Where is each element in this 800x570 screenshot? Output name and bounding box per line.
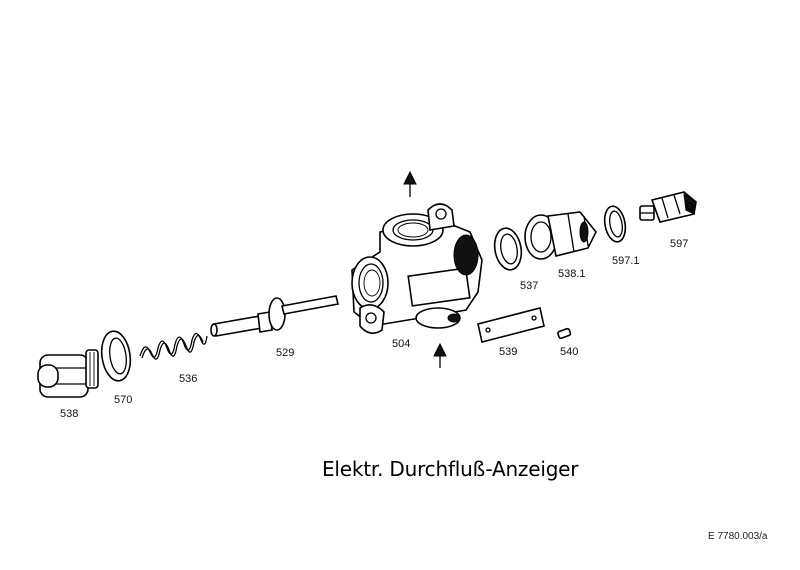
diagram-title: Elektr. Durchfluß-Anzeiger	[322, 457, 579, 481]
part-label-538-1: 538.1	[558, 268, 586, 280]
part-label-597-1: 597.1	[612, 255, 640, 267]
part-label-529: 529	[276, 347, 295, 359]
part-label-537: 537	[520, 280, 539, 292]
part-538-1-fitting	[524, 211, 597, 260]
part-540-screw	[557, 327, 572, 340]
part-597-1-o-ring	[603, 205, 627, 243]
part-537-seal-ring	[493, 227, 523, 271]
part-536-spring	[139, 332, 208, 360]
flow-arrow-up-bottom	[433, 342, 447, 368]
part-label-536: 536	[179, 373, 198, 385]
part-504-housing	[351, 203, 483, 334]
part-label-570: 570	[114, 394, 133, 406]
flow-arrow-up-top	[403, 170, 417, 197]
part-538-plug	[37, 349, 99, 398]
part-label-539: 539	[499, 346, 518, 358]
part-label-538: 538	[60, 408, 79, 420]
drawing-reference-number: E 7780.003/a	[708, 531, 768, 542]
part-597-switch-insert	[639, 191, 697, 223]
part-570-seal-ring	[100, 330, 132, 382]
part-label-504: 504	[392, 338, 411, 350]
part-539-cover-plate	[477, 307, 545, 343]
part-label-540: 540	[560, 346, 579, 358]
part-529-valve-stem	[210, 295, 339, 337]
part-label-597: 597	[670, 238, 689, 250]
